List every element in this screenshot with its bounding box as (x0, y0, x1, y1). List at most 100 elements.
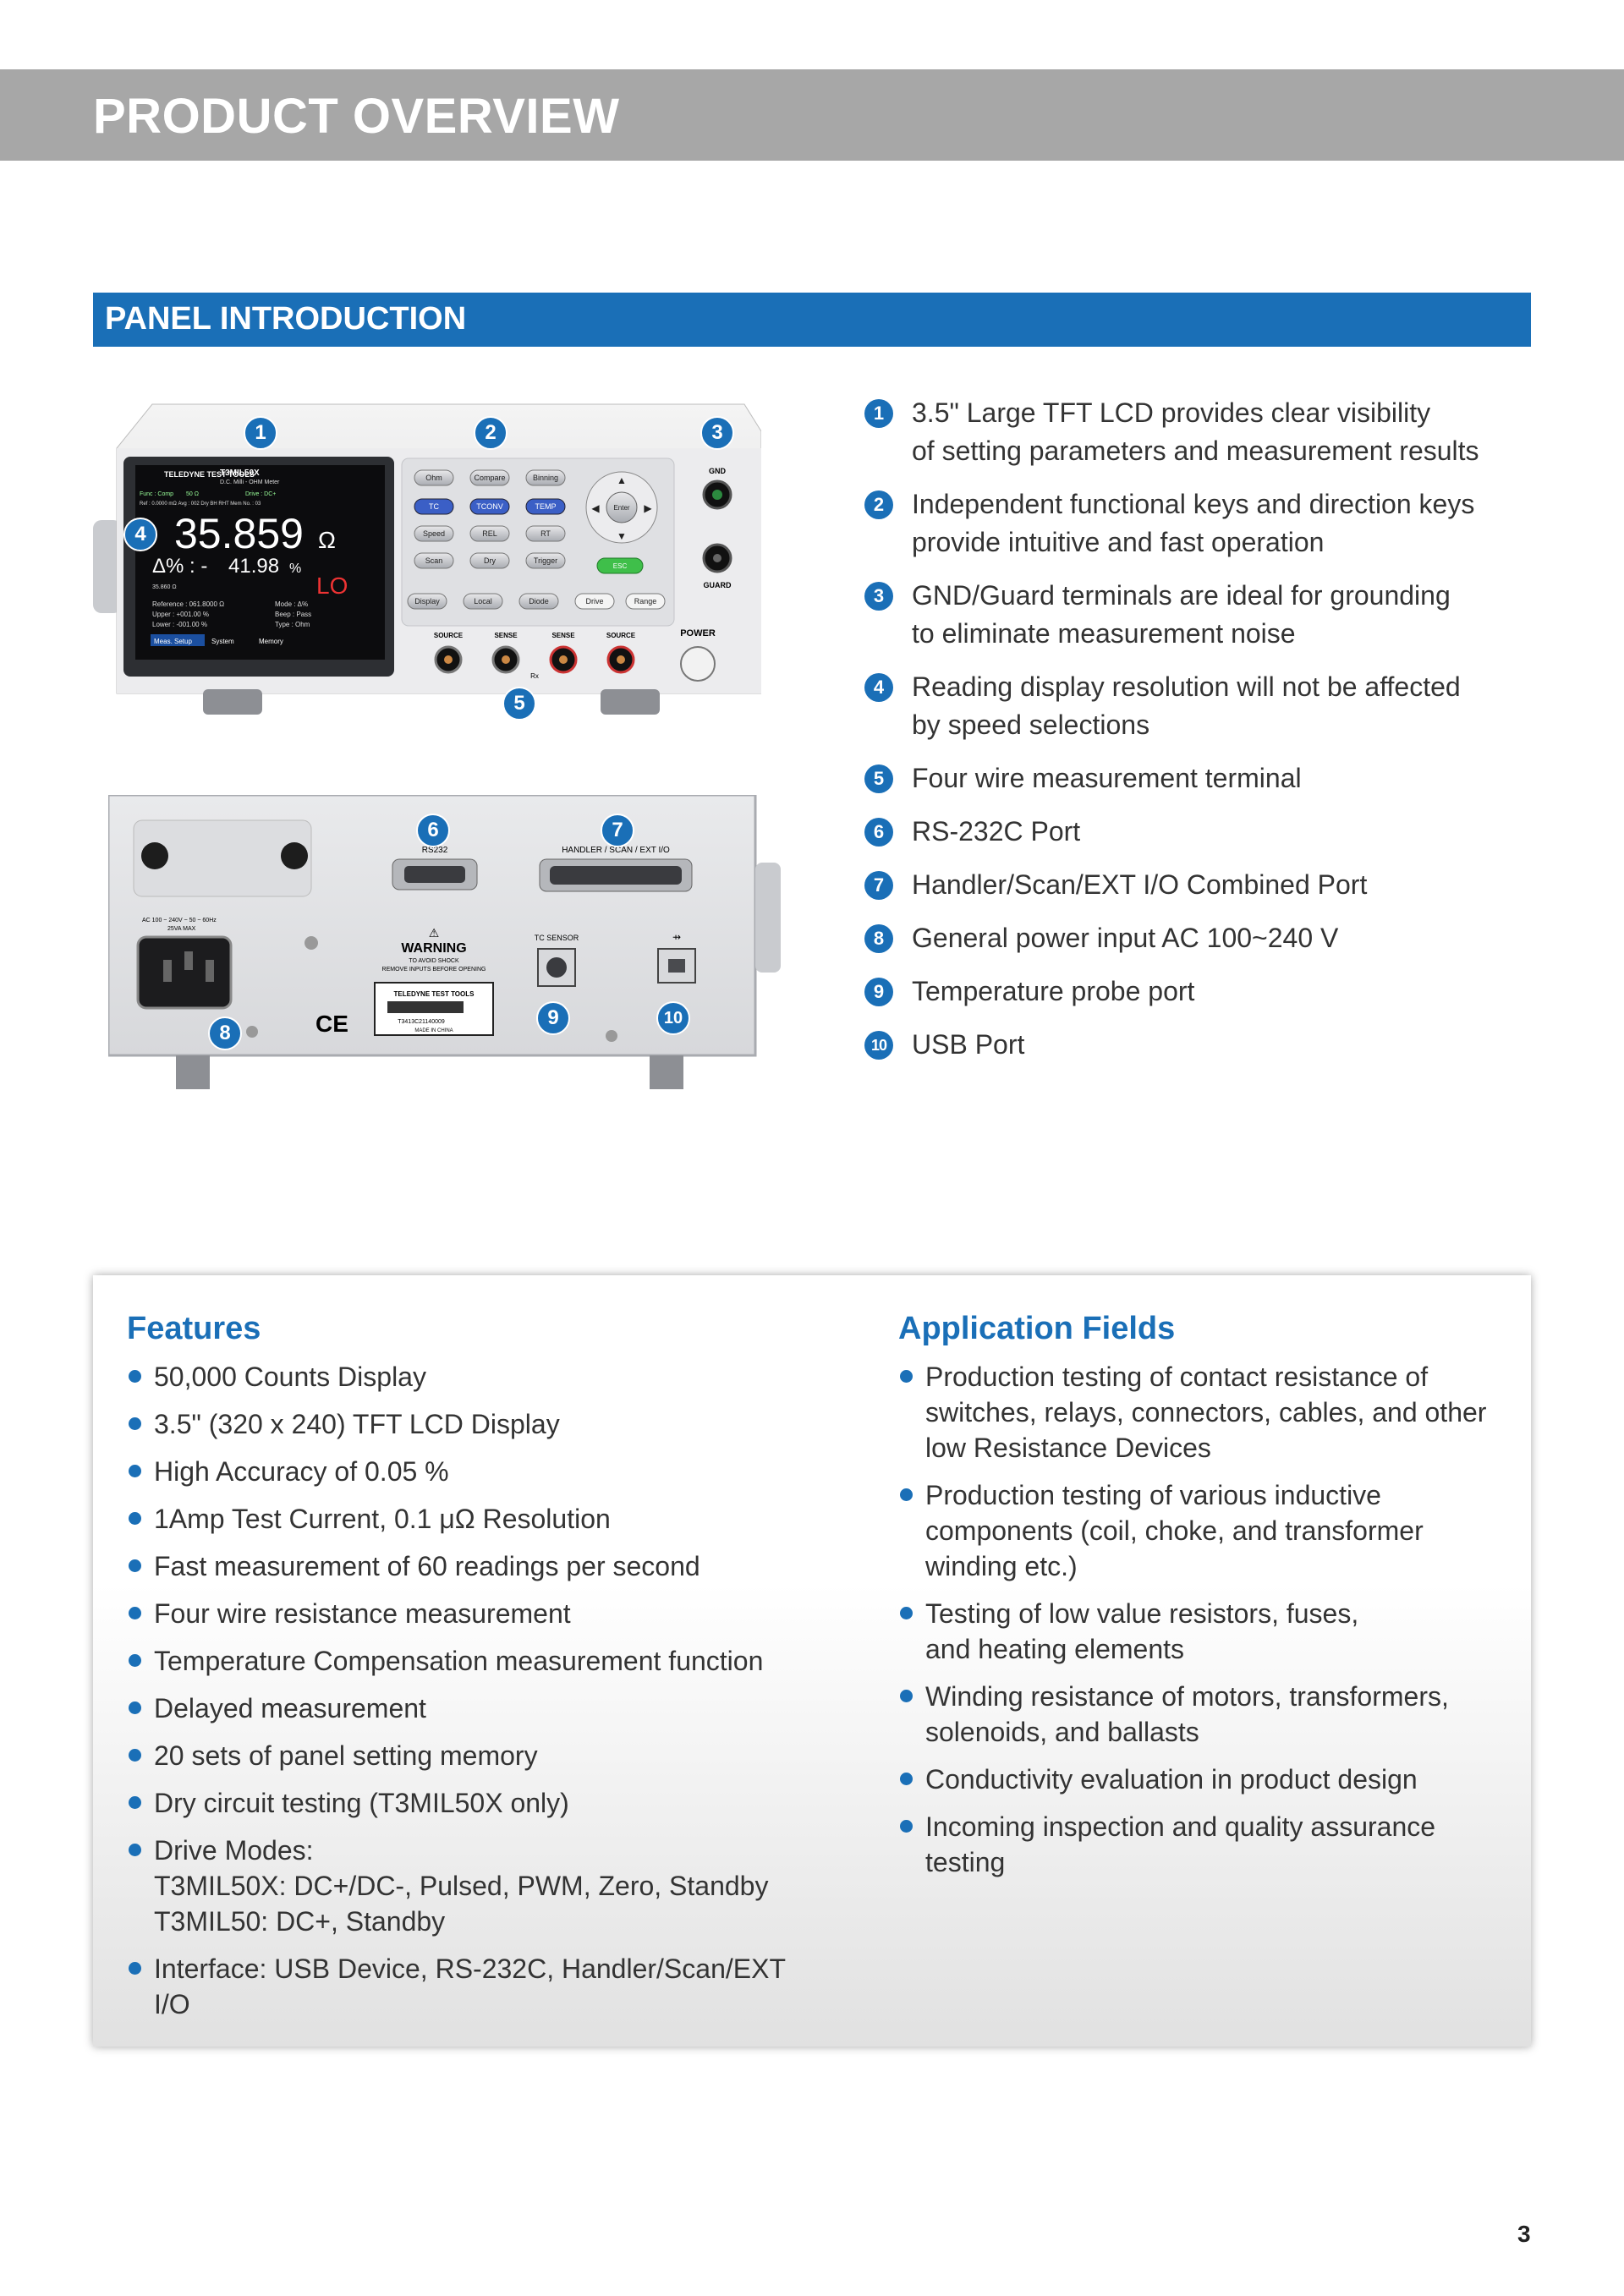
callout-text: Handler/Scan/EXT I/O Combined Port (912, 869, 1368, 900)
rear-badge-8: 8 (208, 1016, 242, 1050)
callout-text: Reading display resolution will not be a… (912, 671, 1461, 740)
application-item: Production testing of various inductive … (898, 1477, 1507, 1584)
front-badge-2: 2 (474, 416, 508, 450)
rear-va: 25VA MAX (167, 926, 196, 932)
feature-item-text: 50,000 Counts Display (154, 1362, 426, 1392)
lcd-menu-meas: Meas. Setup (154, 638, 192, 645)
application-item: Incoming inspection and quality assuranc… (898, 1809, 1507, 1880)
lcd-brand: TELEDYNE TEST TOOLS (164, 470, 255, 479)
callout-number-badge: 4 (864, 673, 893, 702)
feature-item: Delayed measurement (127, 1690, 820, 1726)
term-source-1: SOURCE (434, 632, 464, 639)
term-sense-1: SENSE (494, 632, 518, 639)
callout-number-badge: 10 (864, 1031, 893, 1060)
application-item-text: Incoming inspection and quality assuranc… (925, 1811, 1436, 1877)
application-item-text: Winding resistance of motors, transforme… (925, 1681, 1449, 1747)
key-temp: TEMP (535, 502, 556, 511)
rear-badge-6: 6 (416, 814, 450, 847)
lcd-menu-memory: Memory (259, 638, 283, 645)
svg-text:▶: ▶ (644, 502, 652, 514)
feature-item-text: 3.5" (320 x 240) TFT LCD Display (154, 1409, 560, 1439)
page-title: PRODUCT OVERVIEW (93, 89, 620, 144)
application-item: Winding resistance of motors, transforme… (898, 1679, 1507, 1750)
feature-item: 3.5" (320 x 240) TFT LCD Display (127, 1406, 820, 1442)
lcd-lo: LO (316, 573, 348, 599)
rear-badge-9: 9 (536, 1001, 570, 1035)
feature-item: Drive Modes: T3MIL50X: DC+/DC-, Pulsed, … (127, 1833, 820, 1939)
key-local: Local (474, 597, 492, 606)
lcd-delta-value: 41.98 (228, 555, 279, 578)
key-tconv: TCONV (476, 502, 503, 511)
lcd-status-drive: Drive : DC+ (245, 491, 276, 497)
lcd-menu-system: System (211, 638, 234, 645)
rear-warning: WARNING (401, 941, 466, 956)
lcd-delta-label: Δ% : - (152, 555, 207, 578)
term-sense-2: SENSE (551, 632, 575, 639)
callout-text: Temperature probe port (912, 976, 1195, 1006)
header-bar: PRODUCT OVERVIEW (0, 69, 1624, 161)
rear-warning-sub2: REMOVE INPUTS BEFORE OPENING (382, 967, 486, 973)
key-scan: Scan (425, 556, 443, 565)
rear-tc-label: TC SENSOR (535, 934, 579, 942)
rear-made-in: MADE IN CHINA (414, 1028, 453, 1033)
rear-ac-rating: AC 100 ~ 240V ~ 50 ~ 60Hz (142, 918, 217, 923)
lcd-model: T3MIL50X (220, 469, 260, 478)
feature-item: High Accuracy of 0.05 % (127, 1454, 820, 1489)
rear-label-brand: TELEDYNE TEST TOOLS (394, 990, 475, 998)
callout-number-badge: 6 (864, 818, 893, 847)
applications-title: Application Fields (898, 1311, 1176, 1346)
lcd-ref: Reference : 061.8000 Ω (152, 600, 224, 608)
gnd-label: GND (709, 467, 727, 475)
lcd-upper: Upper : +001.00 % (152, 611, 209, 618)
front-badge-5: 5 (502, 687, 536, 721)
feature-item-text: Temperature Compensation measurement fun… (154, 1646, 764, 1676)
rear-serial: T3413C21140009 (398, 1019, 445, 1025)
lcd-unit: Ω (318, 527, 336, 553)
key-diode: Diode (529, 597, 549, 606)
feature-item: 1Amp Test Current, 0.1 μΩ Resolution (127, 1501, 820, 1537)
svg-text:▼: ▼ (617, 530, 627, 542)
key-tc: TC (429, 502, 439, 511)
feature-item-text: Dry circuit testing (T3MIL50X only) (154, 1788, 569, 1818)
key-trigger: Trigger (534, 556, 557, 565)
callout-number-badge: 1 (864, 399, 893, 428)
feature-item: 50,000 Counts Display (127, 1359, 820, 1395)
features-list: 50,000 Counts Display 3.5" (320 x 240) TF… (127, 1359, 820, 2022)
front-badge-3: 3 (700, 416, 734, 450)
feature-item-text: High Accuracy of 0.05 % (154, 1456, 449, 1487)
callout-text: General power input AC 100~240 V (912, 923, 1339, 953)
application-item: Production testing of contact resistance… (898, 1359, 1507, 1466)
application-item-text: Testing of low value resistors, fuses, a… (925, 1598, 1359, 1664)
key-rel: REL (482, 529, 497, 538)
feature-item-text: Delayed measurement (154, 1693, 426, 1723)
applications-column: Application Fields Production testing of… (898, 1311, 1507, 1892)
key-binning: Binning (533, 474, 558, 482)
lcd-status-row2: Ref : 0.0000 mΩ Avg : 002 Dry BH RHT Mem… (140, 501, 261, 507)
feature-item-text: Fast measurement of 60 readings per seco… (154, 1551, 700, 1581)
svg-text:▲: ▲ (617, 474, 627, 486)
front-panel-image: TELEDYNE TEST TOOLS T3MIL50X D.C. Milli … (93, 397, 762, 736)
key-drive: Drive (585, 597, 603, 606)
lcd-type: Type : Ohm (275, 621, 310, 628)
callout-number-badge: 7 (864, 871, 893, 900)
term-source-2: SOURCE (606, 632, 636, 639)
callout-number-badge: 2 (864, 490, 893, 519)
feature-item: Fast measurement of 60 readings per seco… (127, 1548, 820, 1584)
svg-text:⇸: ⇸ (672, 931, 681, 943)
feature-item: Dry circuit testing (T3MIL50X only) (127, 1785, 820, 1821)
callout-text: Four wire measurement terminal (912, 763, 1302, 793)
callout-item: 7 Handler/Scan/EXT I/O Combined Port (864, 866, 1541, 904)
callout-number-badge: 5 (864, 764, 893, 793)
front-badge-1: 1 (244, 416, 277, 450)
feature-item-text: Four wire resistance measurement (154, 1598, 571, 1629)
svg-text:⚠: ⚠ (429, 926, 440, 940)
feature-item-text: 1Amp Test Current, 0.1 μΩ Resolution (154, 1504, 611, 1534)
feature-item-text: Drive Modes: T3MIL50X: DC+/DC-, Pulsed, … (154, 1835, 769, 1937)
callout-item: 4 Reading display resolution will not be … (864, 668, 1541, 744)
rear-badge-10: 10 (656, 1001, 690, 1035)
